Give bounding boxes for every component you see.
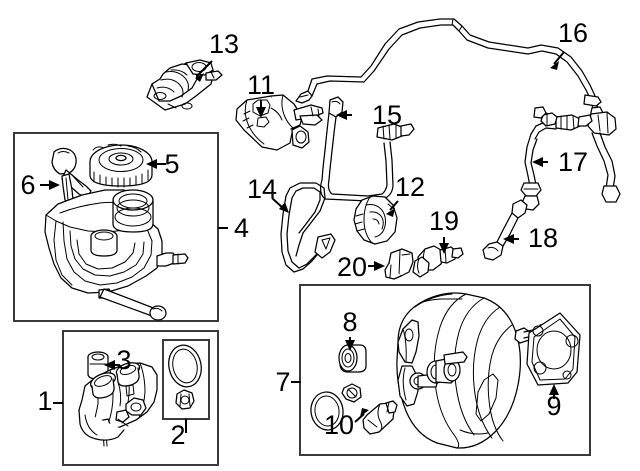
callout-6[interactable]: 6 [20,170,35,200]
leader-10 [354,408,369,423]
leader-19 [439,237,449,254]
leader-16 [550,51,565,70]
leader-12 [386,200,399,217]
leader-5 [146,159,166,169]
callout-4[interactable]: 4 [234,213,249,243]
leader-6 [40,180,60,190]
leader-11 [256,100,266,118]
leader-3 [104,360,118,370]
callout-15[interactable]: 15 [372,100,402,130]
callout-20[interactable]: 20 [337,252,367,282]
callout-13[interactable]: 13 [209,29,239,59]
part-fluid-level-sensor[interactable] [51,147,92,204]
callout-19[interactable]: 19 [429,206,459,236]
part-check-valve[interactable] [353,195,398,245]
callout-16[interactable]: 16 [558,18,588,48]
part-power-brake-booster[interactable] [396,292,554,449]
part-vacuum-line-assembly[interactable] [295,18,604,119]
callout-3[interactable]: 3 [116,345,131,375]
callout-12[interactable]: 12 [395,172,425,202]
callout-8[interactable]: 8 [342,307,357,337]
part-reservoir-cap[interactable] [89,143,153,188]
part-booster-grommet[interactable] [338,344,367,373]
part-booster-seal-ring[interactable] [309,390,346,432]
leader-18 [503,234,519,244]
part-booster-nut[interactable] [341,383,362,403]
callout-11[interactable]: 11 [247,70,275,100]
part-repair-kit[interactable] [165,342,205,410]
leader-8 [345,337,355,351]
leader-15 [336,110,352,120]
part-vacuum-sensor[interactable] [412,245,464,278]
part-pump-mount-bracket[interactable] [146,59,223,111]
part-booster-gasket[interactable] [526,312,581,386]
callout-17[interactable]: 17 [558,147,588,177]
leader-20 [368,261,385,271]
part-hose-retaining-clip[interactable] [280,182,336,273]
part-reservoir-pin[interactable] [99,288,167,321]
part-vacuum-hose-rear[interactable] [520,106,621,211]
callout-5[interactable]: 5 [164,149,179,179]
part-sensor-retainer-clip[interactable] [384,248,414,280]
part-reservoir-assembly[interactable] [44,189,189,299]
callout-2[interactable]: 2 [170,420,185,450]
callout-9[interactable]: 9 [546,391,561,421]
part-vacuum-connector-pipe[interactable] [482,199,528,261]
leader-14 [271,197,289,213]
part-vacuum-pump[interactable] [235,94,324,151]
leader-9 [549,384,559,399]
callout-14[interactable]: 14 [247,174,277,204]
callout-18[interactable]: 18 [528,223,558,253]
callout-7[interactable]: 7 [275,367,290,397]
part-master-cylinder[interactable] [78,360,158,447]
part-vacuum-hose-front[interactable] [319,96,415,202]
leader-13 [195,60,213,82]
callout-1[interactable]: 1 [37,386,52,416]
callout-10[interactable]: 10 [324,410,354,440]
leader-17 [532,157,548,167]
part-booster-switch[interactable] [362,400,398,435]
